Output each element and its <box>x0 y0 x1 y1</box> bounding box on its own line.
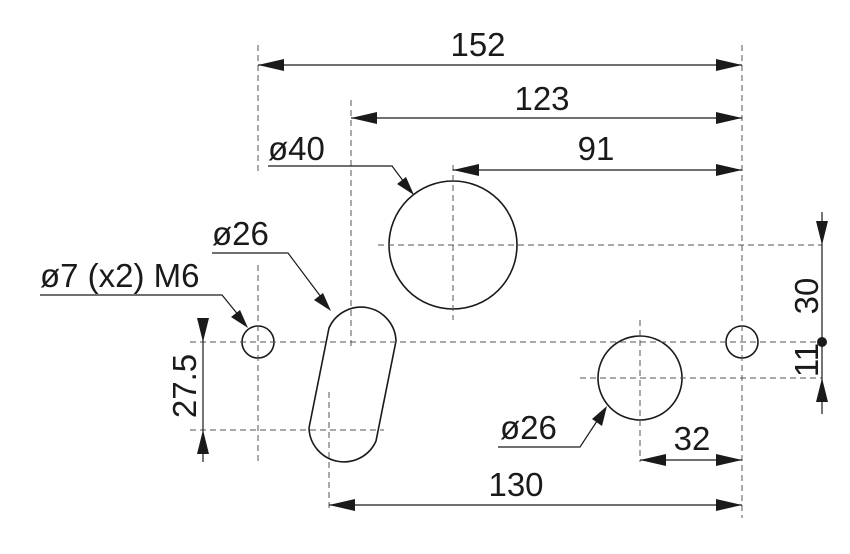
callout-right-hole: ø26 <box>500 409 557 446</box>
arrowhead <box>816 221 828 245</box>
dim-label-11: 11 <box>788 343 825 377</box>
arrowhead <box>351 112 377 124</box>
arrowhead <box>197 318 209 342</box>
arrowhead <box>592 406 607 426</box>
callout-slot: ø26 <box>212 215 269 252</box>
arrowhead <box>716 164 742 176</box>
callout-large-hole: ø40 <box>268 130 325 167</box>
arrowhead <box>453 164 479 176</box>
arrowhead <box>716 499 742 511</box>
dim-label-123: 123 <box>514 80 569 117</box>
slot <box>308 306 397 463</box>
arrowhead <box>716 112 742 124</box>
arrowhead <box>716 59 742 71</box>
dim-label-30: 30 <box>788 278 825 315</box>
dim-label-27-5: 27.5 <box>166 354 203 418</box>
leader-slot <box>212 252 328 306</box>
leader-large-hole <box>268 165 411 191</box>
arrowhead <box>231 310 248 328</box>
dim-label-130: 130 <box>488 466 543 503</box>
datum-dot <box>817 337 827 347</box>
arrowhead <box>258 59 284 71</box>
arrowhead <box>314 293 331 311</box>
arrowhead <box>197 430 209 454</box>
arrowhead <box>329 499 355 511</box>
dim-label-152: 152 <box>450 26 505 63</box>
leader-right-hole <box>498 411 604 448</box>
arrowhead <box>816 378 828 402</box>
leader-small-holes <box>40 294 245 323</box>
dim-label-32: 32 <box>674 420 711 457</box>
callout-small-holes: ø7 (x2) M6 <box>40 257 200 294</box>
arrowhead <box>640 454 666 466</box>
dim-label-91: 91 <box>578 130 615 167</box>
arrowhead <box>716 454 742 466</box>
arrowhead <box>397 177 414 195</box>
